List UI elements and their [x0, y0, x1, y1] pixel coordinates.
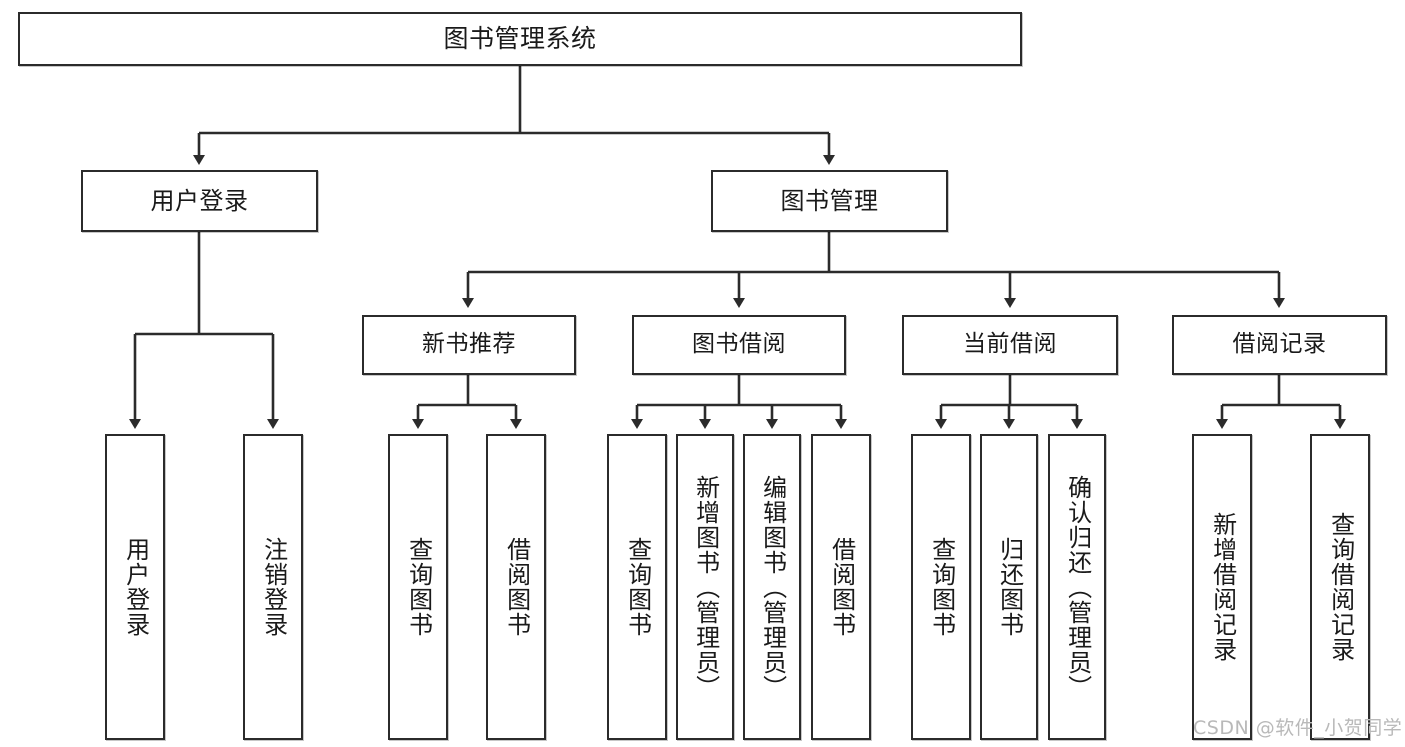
leaf-book-borrow-query[interactable]: 查询图书 — [607, 434, 667, 740]
node-new-book-recommend-label: 新书推荐 — [422, 331, 516, 358]
csdn-watermark: CSDN @软件_小贺同学 — [1193, 717, 1403, 739]
leaf-current-borrow-query[interactable]: 查询图书 — [911, 434, 971, 740]
leaf-user-login-signin[interactable]: 用户登录 — [105, 434, 165, 740]
leaf-user-login-signin-label: 用户登录 — [121, 537, 150, 637]
leaf-current-borrow-return[interactable]: 归还图书 — [980, 434, 1038, 740]
leaf-book-borrow-borrow-label: 借阅图书 — [827, 537, 856, 637]
node-root-system[interactable]: 图书管理系统 — [18, 12, 1022, 66]
node-book-management[interactable]: 图书管理 — [711, 170, 948, 232]
node-current-borrow-label: 当前借阅 — [963, 331, 1057, 358]
leaf-book-borrow-add-label: 新增图书（管理员） — [691, 474, 720, 700]
leaf-new-book-query[interactable]: 查询图书 — [388, 434, 448, 740]
leaf-borrow-record-query[interactable]: 查询借阅记录 — [1310, 434, 1370, 740]
node-root-system-label: 图书管理系统 — [443, 24, 597, 54]
leaf-book-borrow-edit[interactable]: 编辑图书（管理员） — [743, 434, 801, 740]
leaf-new-book-borrow[interactable]: 借阅图书 — [486, 434, 546, 740]
leaf-book-borrow-edit-label: 编辑图书（管理员） — [758, 474, 787, 700]
node-user-login[interactable]: 用户登录 — [81, 170, 318, 232]
leaf-book-borrow-add[interactable]: 新增图书（管理员） — [676, 434, 734, 740]
leaf-current-borrow-confirm-label: 确认归还（管理员） — [1063, 474, 1092, 700]
leaf-borrow-record-add-label: 新增借阅记录 — [1208, 512, 1237, 662]
node-borrow-record[interactable]: 借阅记录 — [1172, 315, 1387, 375]
leaf-borrow-record-add[interactable]: 新增借阅记录 — [1192, 434, 1252, 740]
leaf-user-login-signout[interactable]: 注销登录 — [243, 434, 303, 740]
leaf-new-book-borrow-label: 借阅图书 — [502, 537, 531, 637]
node-book-borrow[interactable]: 图书借阅 — [632, 315, 846, 375]
leaf-new-book-query-label: 查询图书 — [404, 537, 433, 637]
node-current-borrow[interactable]: 当前借阅 — [902, 315, 1118, 375]
leaf-current-borrow-return-label: 归还图书 — [995, 537, 1024, 637]
leaf-book-borrow-borrow[interactable]: 借阅图书 — [811, 434, 871, 740]
node-borrow-record-label: 借阅记录 — [1232, 331, 1327, 358]
node-book-borrow-label: 图书借阅 — [692, 331, 786, 358]
leaf-current-borrow-query-label: 查询图书 — [927, 537, 956, 637]
node-user-login-label: 用户登录 — [150, 186, 249, 215]
leaf-book-borrow-query-label: 查询图书 — [623, 537, 652, 637]
leaf-user-login-signout-label: 注销登录 — [259, 537, 288, 637]
node-new-book-recommend[interactable]: 新书推荐 — [362, 315, 576, 375]
node-book-management-label: 图书管理 — [780, 186, 879, 215]
leaf-borrow-record-query-label: 查询借阅记录 — [1326, 512, 1355, 662]
leaf-current-borrow-confirm[interactable]: 确认归还（管理员） — [1048, 434, 1106, 740]
